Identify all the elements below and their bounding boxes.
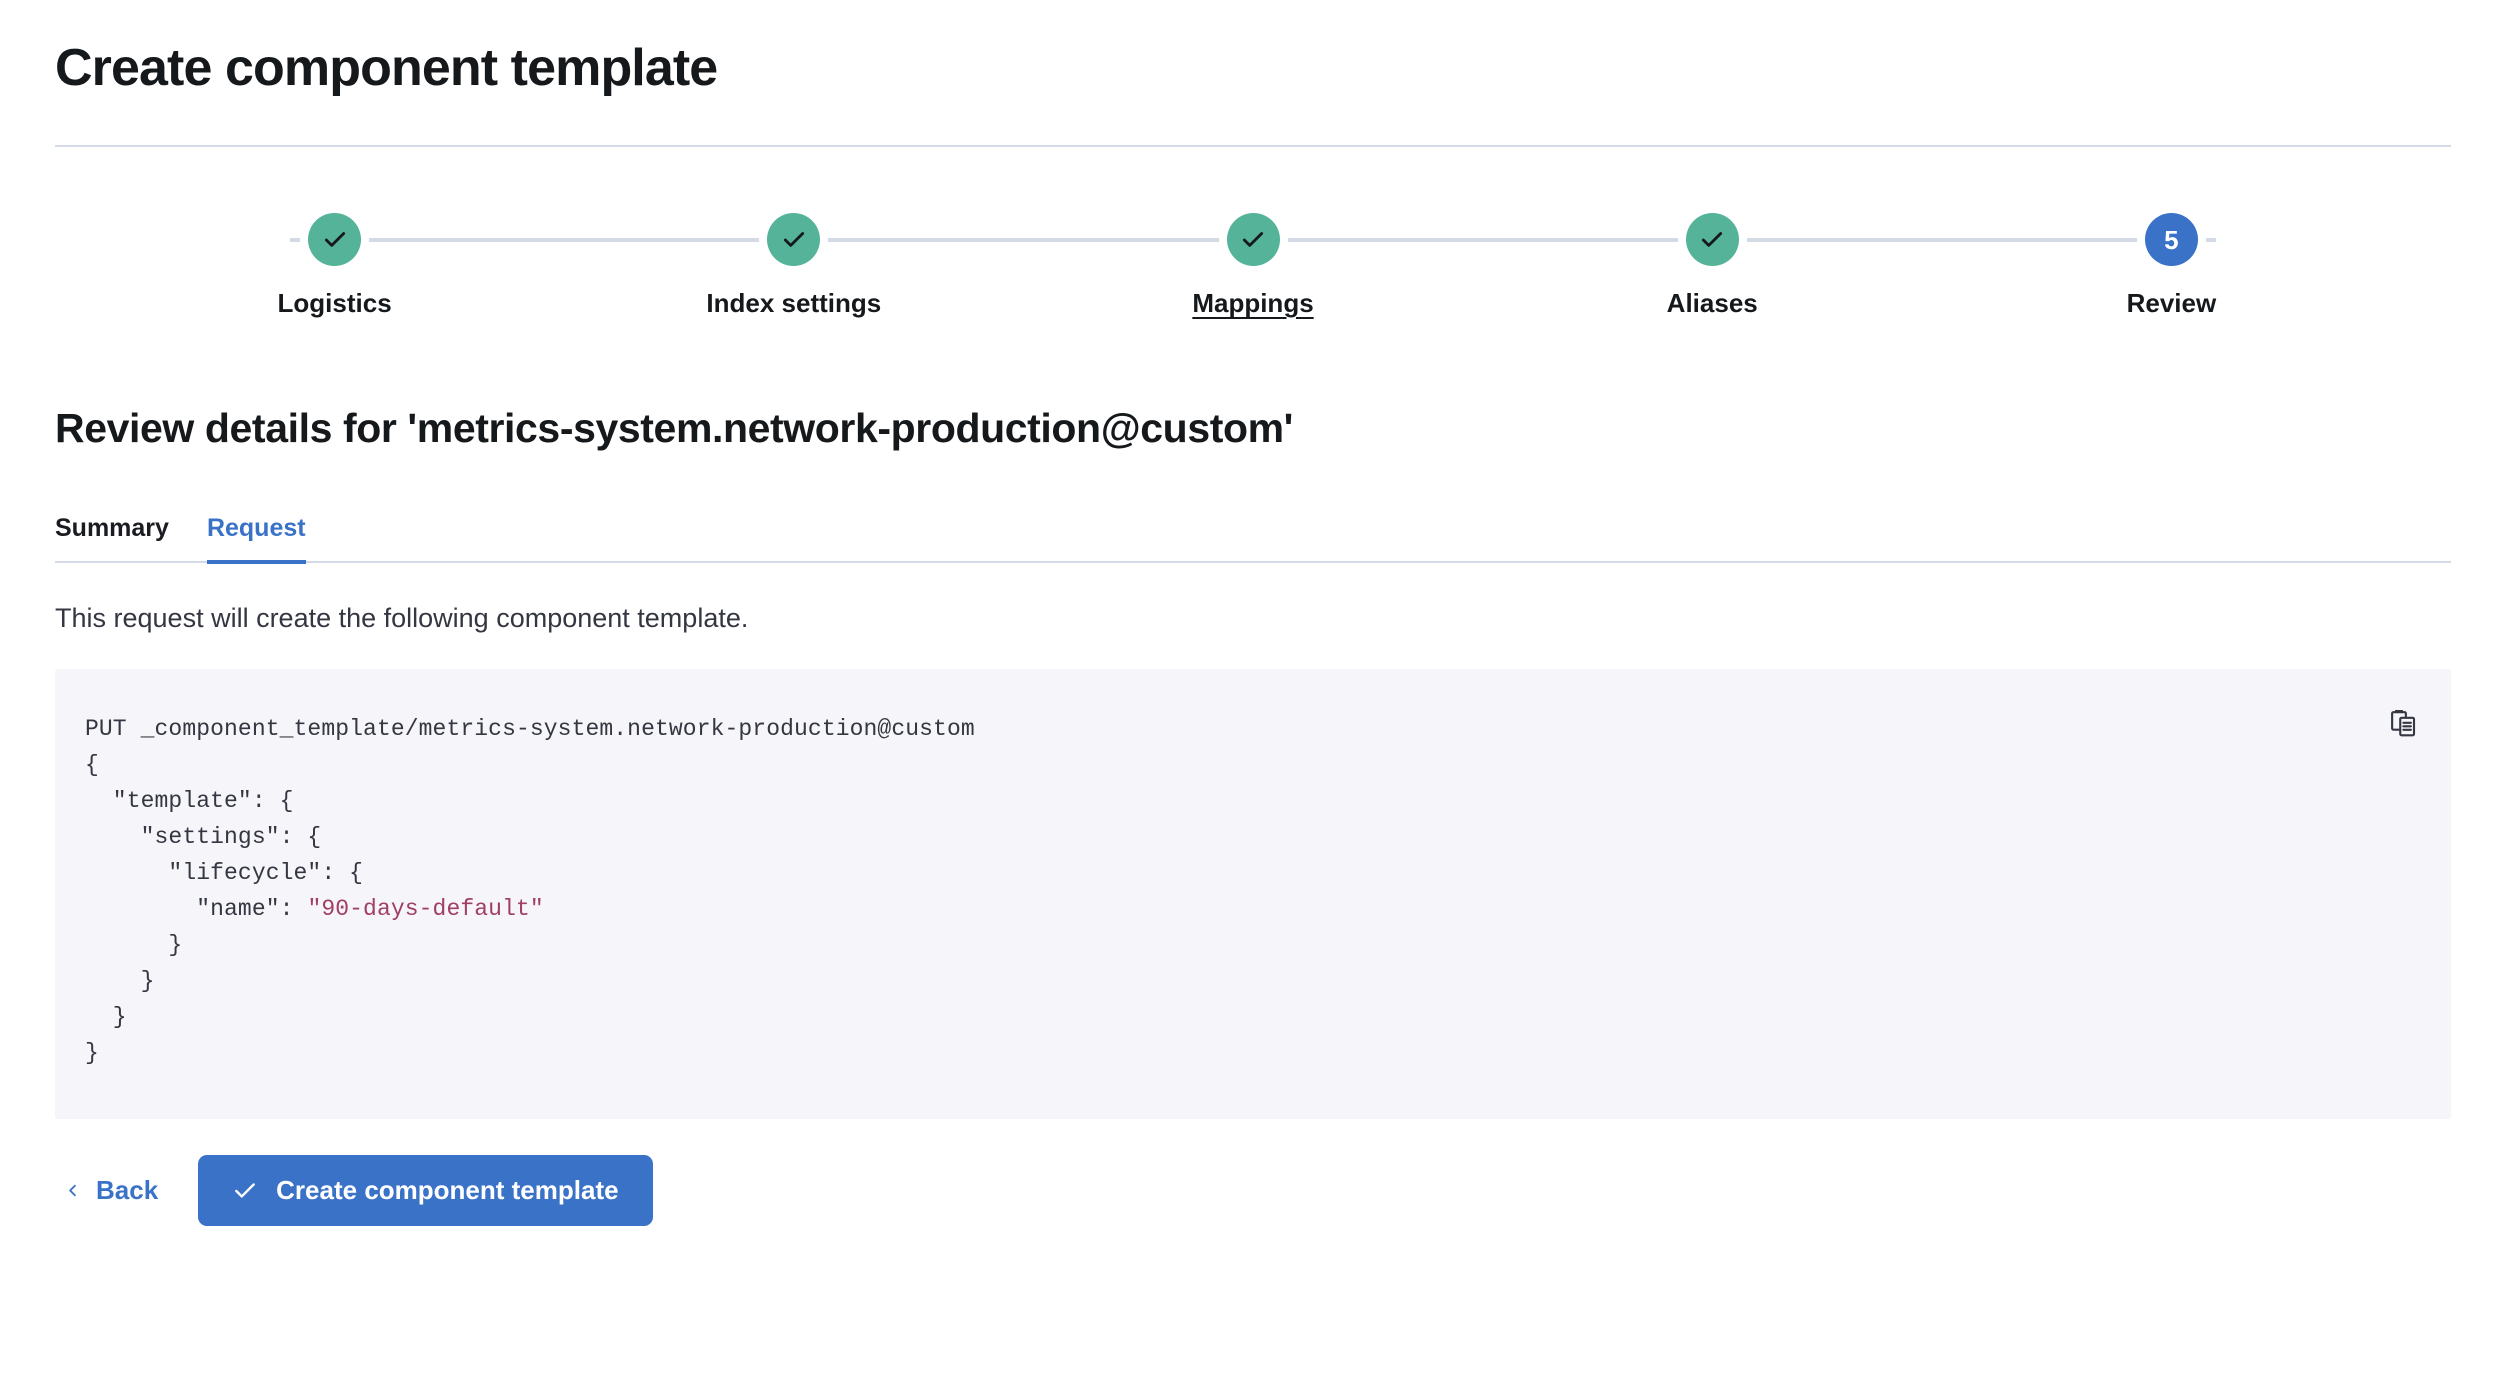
step-number: 5: [2164, 224, 2179, 255]
chevron-left-icon: [69, 1184, 76, 1197]
back-button[interactable]: Back: [55, 1165, 166, 1216]
check-icon: [1702, 231, 1723, 247]
step-review[interactable]: 5 Review: [1942, 213, 2401, 319]
title-divider: [55, 145, 2451, 147]
code-line: "name":: [85, 896, 308, 923]
code-line: "lifecycle": {: [85, 860, 364, 887]
back-button-label: Back: [96, 1175, 159, 1206]
copy-icon: [2391, 710, 2416, 737]
request-description: This request will create the following c…: [55, 603, 749, 633]
code-line: "settings": {: [85, 824, 322, 851]
review-heading: Review details for 'metrics-system.netwo…: [55, 405, 1294, 451]
tab-request[interactable]: Request: [206, 514, 306, 564]
step-marker-complete: [1685, 213, 1739, 266]
check-icon: [783, 231, 804, 247]
step-label: Aliases: [1666, 288, 1758, 318]
copy-to-clipboard-button[interactable]: [2385, 705, 2423, 743]
step-label: Review: [2126, 288, 2217, 318]
wizard-footer: Back Create component template: [55, 1155, 2451, 1227]
check-icon: [324, 231, 345, 247]
check-icon: [1242, 231, 1264, 247]
code-method-line: PUT _component_template/metrics-system.n…: [85, 716, 975, 743]
review-tabs: Summary Request: [55, 500, 2451, 564]
code-line: }: [85, 1004, 127, 1031]
step-label: Logistics: [277, 288, 392, 318]
create-component-template-label: Create component template: [276, 1175, 619, 1206]
tab-summary[interactable]: Summary: [55, 514, 169, 564]
page-title: Create component template: [55, 39, 718, 97]
code-line: }: [85, 1040, 99, 1067]
code-line: {: [85, 752, 99, 779]
step-index-settings[interactable]: Index settings: [564, 213, 1023, 319]
step-marker-current: 5: [2144, 213, 2198, 266]
step-marker-complete: [1226, 213, 1280, 266]
step-logistics[interactable]: Logistics: [105, 213, 564, 319]
check-icon: [235, 1182, 256, 1198]
step-label: Index settings: [706, 288, 882, 318]
code-string-value: "90-days-default": [307, 896, 544, 923]
step-marker-complete: [767, 213, 821, 266]
wizard-stepper: Logistics Index settings Mappings Aliase…: [55, 213, 2451, 348]
code-line: }: [85, 968, 155, 995]
create-component-template-button[interactable]: Create component template: [198, 1155, 653, 1227]
step-aliases[interactable]: Aliases: [1483, 213, 1942, 319]
code-line: }: [85, 932, 183, 959]
step-label: Mappings: [1192, 288, 1314, 318]
request-code-block: PUT _component_template/metrics-system.n…: [55, 669, 2451, 1120]
request-code-content: PUT _component_template/metrics-system.n…: [85, 711, 2417, 1071]
step-mappings[interactable]: Mappings: [1023, 213, 1482, 319]
code-line: "template": {: [85, 788, 294, 815]
step-marker-complete: [308, 213, 362, 266]
